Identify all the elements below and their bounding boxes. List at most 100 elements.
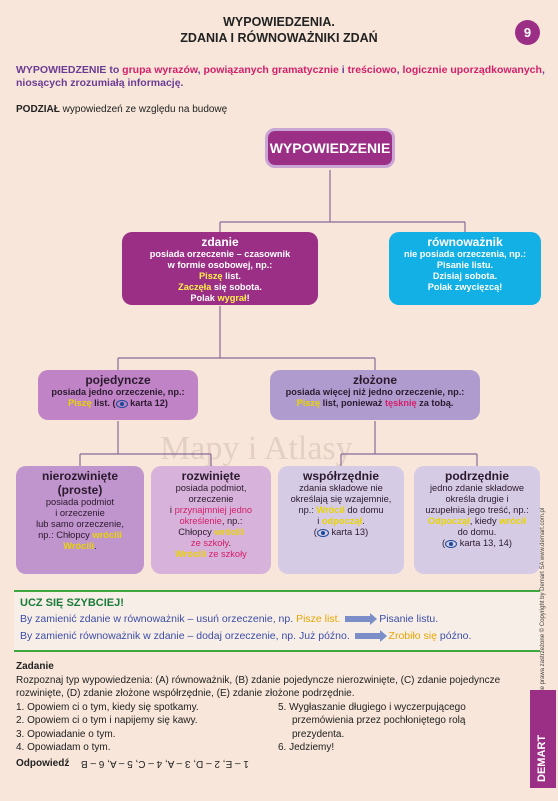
node-rownowaznik: równoważnik nie posiada orzeczenia, np.:… [389, 232, 541, 305]
node-example: do domu. [457, 527, 497, 537]
node-line: posiada podmiot [45, 497, 115, 507]
task-items: 1. Opowiem ci o tym, kiedy się spotkamy.… [16, 701, 516, 757]
example-text: , np.: [221, 516, 243, 526]
definition-highlight: treściowo [347, 64, 397, 76]
node-card-ref: ( karta 13) [282, 527, 400, 538]
example-text: do domu [344, 505, 384, 515]
task-title: Zadanie [16, 661, 54, 672]
demart-logo: DEMART [530, 690, 556, 788]
task-item: 3. Opowiadanie o tym. [16, 728, 116, 740]
example-text: za tobą. [416, 398, 454, 408]
tip-row-2: By zamienić równoważnik w zdanie – dodaj… [20, 630, 472, 643]
node-line: i orzeczenie [55, 508, 105, 518]
node-example: Piszę list. ( karta 12) [42, 398, 194, 409]
tip-text: By zamienić równoważnik w zdanie – dodaj… [20, 630, 350, 642]
copyright-text: Wszelkie prawa zastrzeżone © Copyright b… [540, 507, 546, 710]
brand-text: DEMART [536, 734, 548, 782]
node-line: określenie, np.: [155, 516, 267, 527]
example-text: np.: [298, 505, 317, 515]
podzial-rest: wypowiedzeń ze względu na budowę [59, 104, 228, 115]
task-item: 5. Wygłaszanie długiego i wyczerpującego [278, 701, 466, 713]
node-example: Piszę list. [126, 271, 314, 282]
example-text: , kiedy [469, 516, 500, 526]
tip-highlight: Zrobiło się [388, 630, 437, 642]
node-example: np.: Chłopcy wrócili [20, 530, 140, 541]
example-text: się sobota. [211, 282, 262, 292]
node-line: posiada jedno orzeczenie, np.: [51, 387, 185, 397]
node-example: Zaczęła się sobota. [126, 282, 314, 293]
watermark: Mapy i Atlasy [160, 430, 353, 467]
node-line: i przynajmniej jedno [155, 505, 267, 516]
node-line: jedno zdanie składowe [429, 483, 525, 493]
verb-highlight: wrócił [499, 516, 527, 526]
node-example: Odpoczął, kiedy wrócił [418, 516, 536, 527]
node-title: zdanie [201, 235, 239, 249]
node-title: współrzędnie [302, 469, 379, 483]
node-podrzednie: podrzędnie jedno zdanie składowe określa… [414, 466, 540, 574]
example-text: np.: Chłopcy [38, 530, 93, 540]
title-line-1: WYPOWIEDZENIA. [223, 15, 335, 29]
definition-part: , niosących zrozumiałą informację. [16, 64, 545, 89]
node-example: Polak zwycięzcą! [427, 282, 503, 292]
verb-highlight: wrócili [92, 530, 122, 540]
arrow-icon [345, 613, 378, 626]
eye-icon [115, 399, 128, 408]
node-example: Wrócili. [20, 541, 140, 552]
node-line: zdania składowe nie [299, 483, 383, 493]
tip-text: By zamienić zdanie w równoważnik – usuń … [20, 613, 297, 625]
card-reference: karta 13, 14) [457, 538, 512, 548]
verb-highlight: Wrócił [316, 505, 345, 515]
card-reference: karta 13) [328, 527, 369, 537]
tip-result: późno. [436, 630, 472, 642]
node-wspolrzednie: współrzędnie zdania składowe nie określa… [278, 466, 404, 574]
definition-part: i [338, 64, 348, 76]
node-example: ze szkoły. [155, 538, 267, 549]
learn-faster-box: UCZ SIĘ SZYBCIEJ! By zamienić zdanie w r… [14, 590, 540, 652]
definition-part: , [197, 64, 204, 76]
verb-highlight: wygrał [217, 293, 247, 303]
tip-highlight: Pisze [296, 613, 322, 625]
node-example: Chłopcy wrócili [155, 527, 267, 538]
node-line: nie posiada orzeczenia, np.: [403, 249, 527, 259]
node-title: równoważnik [427, 235, 503, 249]
page-number-badge: 9 [515, 20, 540, 45]
task-item: 4. Opowiadam o tym. [16, 742, 111, 753]
example-text: Chłopcy [178, 527, 215, 537]
example-text: list. ( [91, 398, 116, 408]
task-item: 6. Jedziemy! [278, 742, 335, 753]
example-text: i [317, 516, 322, 526]
node-title: nierozwinięte [41, 469, 118, 483]
eye-icon [316, 528, 329, 537]
node-title: pojedyncze [85, 373, 151, 387]
node-zdanie: zdanie posiada orzeczenie – czasownik w … [122, 232, 318, 305]
node-title: złożone [353, 373, 397, 387]
node-example: i odpoczął. [282, 516, 400, 527]
example-text: Polak [190, 293, 218, 303]
example-text: . [94, 541, 97, 551]
learn-faster-title: UCZ SIĘ SZYBCIEJ! [20, 597, 124, 609]
task-item: prezydenta. [292, 728, 345, 740]
task-intro: Rozpoznaj typ wypowiedzenia: (A) równowa… [16, 674, 501, 700]
node-line: posiada więcej niż jedno orzeczenie, np.… [285, 387, 465, 397]
definition-text: WYPOWIEDZENIE to grupa wyrazów, powiązan… [16, 64, 546, 90]
node-wypowiedzenie: WYPOWIEDZENIE [265, 128, 395, 168]
node-line: uzupełnia jego treść, np.: [425, 505, 529, 515]
definition-highlight: powiązanych gramatycznie [203, 64, 339, 76]
answer-text: 1 – E, 2 – D, 3 – A, 4 – C, 5 – A, 6 – B [81, 758, 250, 769]
verb-highlight: Wrócili [63, 541, 95, 551]
verb-highlight: Zaczęła [178, 282, 212, 292]
node-line: określa drugie i [445, 494, 509, 504]
example-text: . [228, 538, 232, 548]
verb-highlight: Piszę [296, 398, 321, 408]
verb-highlight: Odpoczął [427, 516, 470, 526]
node-title: rozwinięte [181, 469, 241, 483]
node-line: lub samo orzeczenie, [36, 519, 124, 529]
node-pojedyncze: pojedyncze posiada jedno orzeczenie, np.… [38, 370, 198, 420]
definition-part: , [396, 64, 403, 76]
example-text: . [362, 516, 365, 526]
node-card-ref: ( karta 13, 14) [418, 538, 536, 549]
definition-term: WYPOWIEDZENIE [16, 64, 107, 76]
node-zlozone: złożone posiada więcej niż jedno orzecze… [270, 370, 480, 420]
arrow-icon [354, 630, 387, 643]
